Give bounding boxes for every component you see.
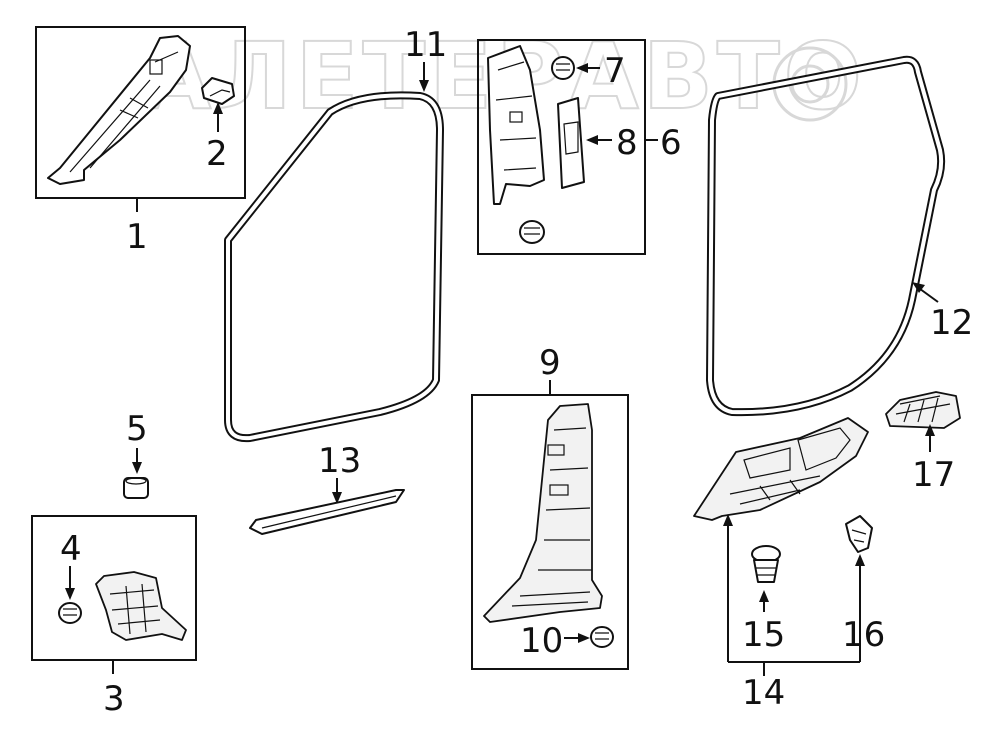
box-part-1 xyxy=(35,26,246,199)
callout-11: 11 xyxy=(404,25,447,65)
b-pillar-upper-garnish xyxy=(487,45,545,205)
callout-5: 5 xyxy=(126,409,148,449)
callout-12: 12 xyxy=(930,303,973,343)
callout-15: 15 xyxy=(742,615,785,655)
box-part-6 xyxy=(477,39,646,255)
clip-part-2 xyxy=(201,77,235,105)
arrowhead-4 xyxy=(65,588,75,600)
b-pillar-lower-garnish xyxy=(483,403,603,623)
retainer-part-16 xyxy=(845,515,873,553)
clip-part-10 xyxy=(590,626,614,648)
scuff-plate-part-13 xyxy=(249,489,405,535)
rear-door-weatherstrip xyxy=(706,55,946,417)
cover-part-8 xyxy=(557,97,585,189)
callout-4: 4 xyxy=(60,529,82,569)
a-pillar-garnish xyxy=(47,35,191,185)
arrowhead-2 xyxy=(213,102,223,114)
callout-17: 17 xyxy=(912,455,955,495)
arrowhead-7 xyxy=(576,63,588,73)
arrowhead-10 xyxy=(578,633,590,643)
kick-panel-part-3 xyxy=(95,571,187,641)
clip-part-5 xyxy=(123,477,149,499)
cover-part-17 xyxy=(885,391,961,429)
callout-7: 7 xyxy=(604,51,626,91)
callout-9: 9 xyxy=(539,343,561,383)
front-door-weatherstrip xyxy=(224,91,444,443)
callout-6: 6 xyxy=(660,123,682,163)
callout-16: 16 xyxy=(842,615,885,655)
callout-10: 10 xyxy=(520,621,563,661)
grommet-part-15 xyxy=(751,545,781,583)
clip-part-4 xyxy=(58,602,82,624)
arrowhead-17 xyxy=(925,424,935,436)
arrowhead-14 xyxy=(723,514,733,526)
clip-part-7-upper xyxy=(551,56,575,80)
clip-part-7-lower xyxy=(519,220,545,244)
callout-14: 14 xyxy=(742,673,785,713)
arrowhead-16 xyxy=(855,554,865,566)
arrowhead-5 xyxy=(132,462,142,474)
step-cover-part-14 xyxy=(693,417,869,521)
callout-13: 13 xyxy=(318,441,361,481)
arrowhead-15 xyxy=(759,590,769,602)
arrowhead-11 xyxy=(419,80,429,92)
callout-3: 3 xyxy=(103,679,125,719)
arrowhead-8 xyxy=(586,135,598,145)
callout-2: 2 xyxy=(206,134,228,174)
callout-1: 1 xyxy=(126,217,148,257)
arrowhead-12 xyxy=(912,282,925,293)
callout-8: 8 xyxy=(616,123,638,163)
arrowhead-13 xyxy=(332,492,342,504)
